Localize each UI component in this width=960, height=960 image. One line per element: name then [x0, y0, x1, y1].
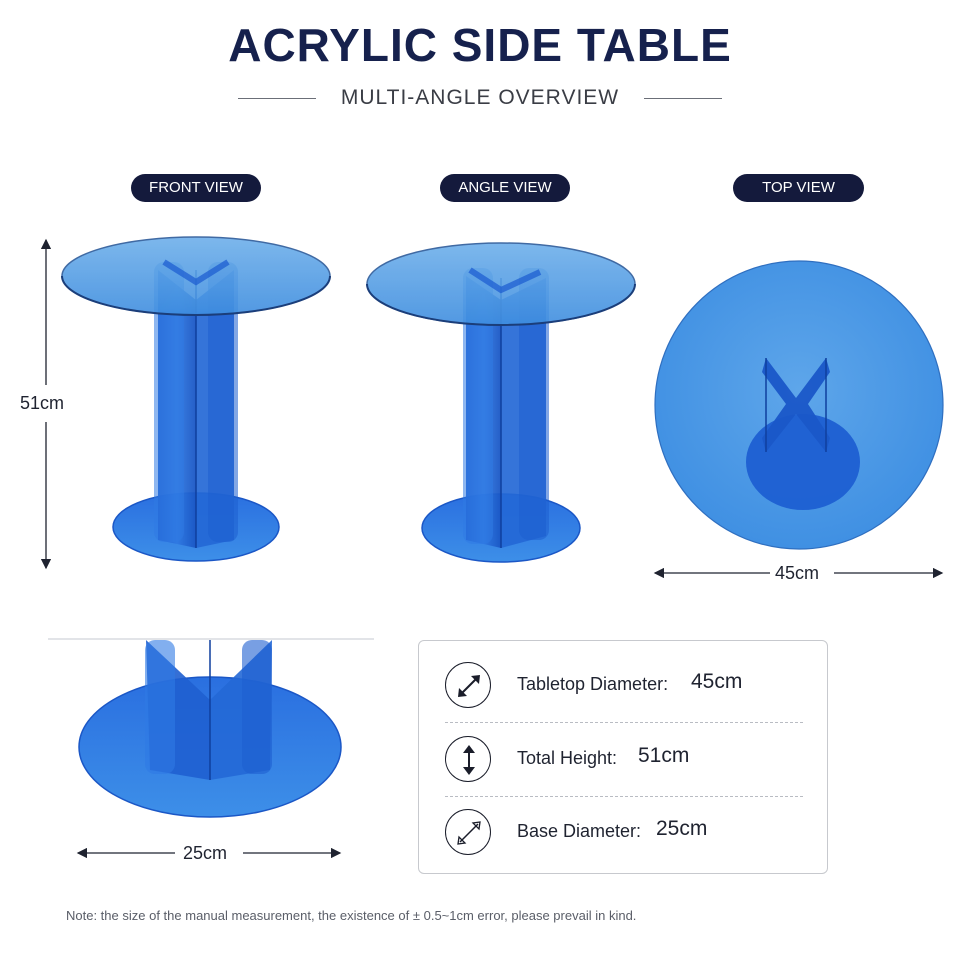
spec-value-tabletop: 45cm: [691, 670, 743, 693]
spec-row-height: Total Height: 51cm: [419, 723, 827, 797]
spec-label-height: Total Height:: [517, 748, 618, 768]
front-view-label: FRONT VIEW: [131, 174, 261, 202]
subtitle-row: MULTI-ANGLE OVERVIEW: [0, 86, 960, 112]
page-subtitle: MULTI-ANGLE OVERVIEW: [340, 86, 620, 109]
measurement-note: Note: the size of the manual measurement…: [66, 908, 637, 923]
diagonal-arrow-icon: [445, 662, 491, 708]
angle-view-table: [366, 242, 636, 563]
top-width-label: 45cm: [775, 563, 820, 583]
top-view-table: [654, 260, 944, 550]
vertical-arrow-icon: [445, 736, 491, 782]
base-closeup: [48, 638, 374, 818]
front-view-table: [61, 236, 331, 562]
height-label: 51cm: [20, 393, 65, 413]
spec-card: Tabletop Diameter: 45cm Total Height: 51…: [418, 640, 828, 874]
subtitle-rule-left: [238, 98, 316, 99]
spec-row-tabletop: Tabletop Diameter: 45cm: [419, 649, 827, 723]
top-view-label: TOP VIEW: [733, 174, 864, 202]
diagonal-arrow-icon: [445, 809, 491, 855]
angle-view-label: ANGLE VIEW: [440, 174, 570, 202]
spec-label-tabletop: Tabletop Diameter:: [517, 674, 669, 694]
spec-value-base: 25cm: [656, 817, 708, 840]
spec-divider: [445, 796, 803, 797]
subtitle-rule-right: [644, 98, 722, 99]
spec-divider: [445, 722, 803, 723]
page-title: ACRYLIC SIDE TABLE: [228, 19, 732, 71]
spec-value-height: 51cm: [638, 744, 690, 767]
spec-row-base: Base Diameter: 25cm: [419, 796, 827, 870]
base-width-label: 25cm: [183, 843, 228, 863]
spec-label-base: Base Diameter:: [517, 821, 642, 841]
